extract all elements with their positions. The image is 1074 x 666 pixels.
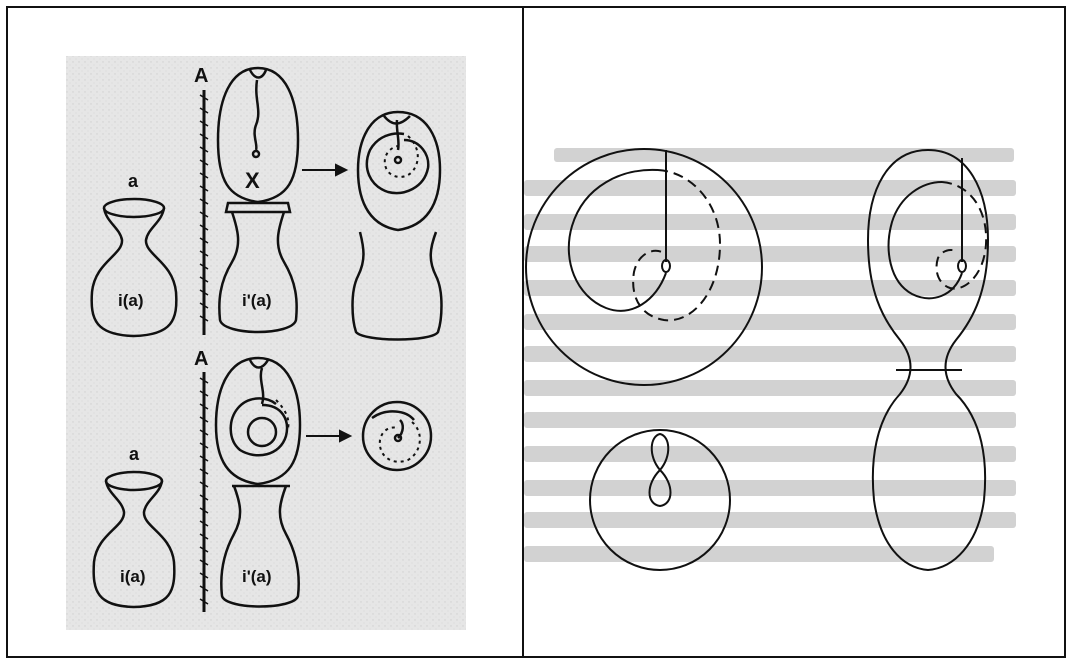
spiral-dashed-top	[383, 135, 419, 178]
vase-bottom	[92, 470, 176, 609]
column-divider	[522, 6, 524, 658]
line-drawing-panel	[524, 0, 1074, 666]
bulb-stem-top	[216, 66, 300, 334]
vase-top	[90, 197, 178, 338]
mirror-line-top-hatch	[199, 94, 209, 322]
small-spiral-dashed-bottom	[378, 421, 421, 463]
large-circle-spiral-dashed	[632, 169, 722, 322]
stem-bottom-label: i'(a)	[242, 567, 272, 586]
arrow-bottom	[306, 429, 353, 443]
stem-top-label: i'(a)	[242, 291, 272, 310]
mirror-line-bottom-hatch	[199, 377, 209, 605]
bulb-stem-bottom	[214, 356, 302, 608]
line-label-top: A	[194, 65, 208, 87]
peanut-spiral-dashed	[935, 181, 988, 290]
bulb-top-letter: X	[245, 168, 260, 193]
scanned-figure: A A a i(a)	[66, 56, 466, 630]
vase-bottom-letter: a	[129, 444, 140, 464]
table-frame	[6, 6, 1066, 658]
vase-bottom-label: i(a)	[120, 567, 146, 586]
scanned-figure-panel: A A a i(a)	[0, 0, 524, 666]
peanut-shape-spiral	[866, 148, 990, 572]
spiral-figure-top	[351, 110, 443, 341]
small-spiral-bottom	[361, 400, 433, 472]
spiral-dashed-bottom-stem	[275, 399, 290, 429]
vase-top-label: i(a)	[118, 291, 144, 310]
scan-background	[66, 56, 466, 630]
line-label-bottom: A	[194, 348, 208, 370]
small-circle-figure-eight	[589, 429, 731, 571]
faint-background-text	[524, 148, 1016, 562]
arrow-top	[302, 163, 349, 177]
vase-top-letter: a	[128, 171, 139, 191]
line-drawing	[524, 148, 1016, 572]
